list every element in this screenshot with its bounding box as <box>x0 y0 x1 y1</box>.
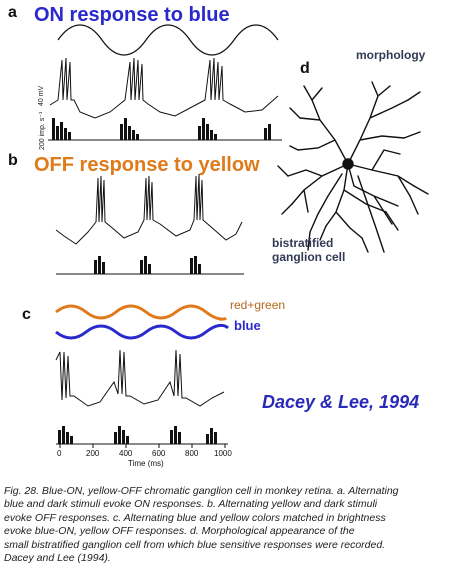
caption-line-3: evoke OFF responses. c. Alternating blue… <box>4 511 386 524</box>
panel-b-voltage-trace <box>55 173 243 245</box>
panel-c-blue-trace <box>55 323 230 340</box>
panel-c-legend-blue: blue <box>234 318 261 333</box>
credit-text: Dacey & Lee, 1994 <box>262 392 420 412</box>
caption-line-2: blue and dark stimuli evoke ON responses… <box>4 498 378 511</box>
panel-d-cell-label-line2: ganglion cell <box>272 250 346 264</box>
figure-caption: Fig. 28. Blue-ON, yellow-OFF chromatic g… <box>4 485 469 565</box>
panel-a-histogram <box>52 118 271 140</box>
caption-line-5: small bistratified ganglion cell from wh… <box>4 538 386 551</box>
time-tick-800: 800 <box>185 449 199 458</box>
panel-a-title: ON response to blue <box>34 4 230 26</box>
panel-c-voltage-trace <box>55 349 225 407</box>
panel-b-histogram <box>94 256 201 274</box>
time-tick-0: 0 <box>57 449 62 458</box>
time-tick-1000: 1000 <box>214 449 232 458</box>
time-tick-600: 600 <box>152 449 166 458</box>
panel-c-legend-red-green: red+green <box>230 298 286 312</box>
panel-a-stimulus-trace <box>57 24 279 56</box>
panel-c-axis-ticks <box>59 444 226 448</box>
panel-b-letter: b <box>8 152 18 169</box>
caption-line-4: evoke blue-ON, yellow OFF responses. d. … <box>4 525 355 538</box>
caption-line-6: Dacey and Lee (1994). <box>4 552 111 565</box>
panel-c-letter: c <box>22 306 31 323</box>
panel-d-cell-label-line1: bistratified <box>272 236 334 250</box>
panel-d-letter: d <box>300 60 310 77</box>
panel-c-histogram <box>58 426 217 444</box>
panel-d-cell-morphology <box>277 81 429 253</box>
time-tick-400: 400 <box>119 449 133 458</box>
caption-line-1: Fig. 28. Blue-ON, yellow-OFF chromatic g… <box>4 485 399 497</box>
panel-a-voltage-trace <box>49 57 279 119</box>
panel-a-letter: a <box>8 4 17 21</box>
panel-b-title: OFF response to yellow <box>34 154 260 176</box>
panel-d-morphology-label: morphology <box>356 48 426 62</box>
time-axis-label: Time (ms) <box>128 459 164 468</box>
panel-c-red-green-trace <box>55 304 228 321</box>
time-tick-200: 200 <box>86 449 100 458</box>
